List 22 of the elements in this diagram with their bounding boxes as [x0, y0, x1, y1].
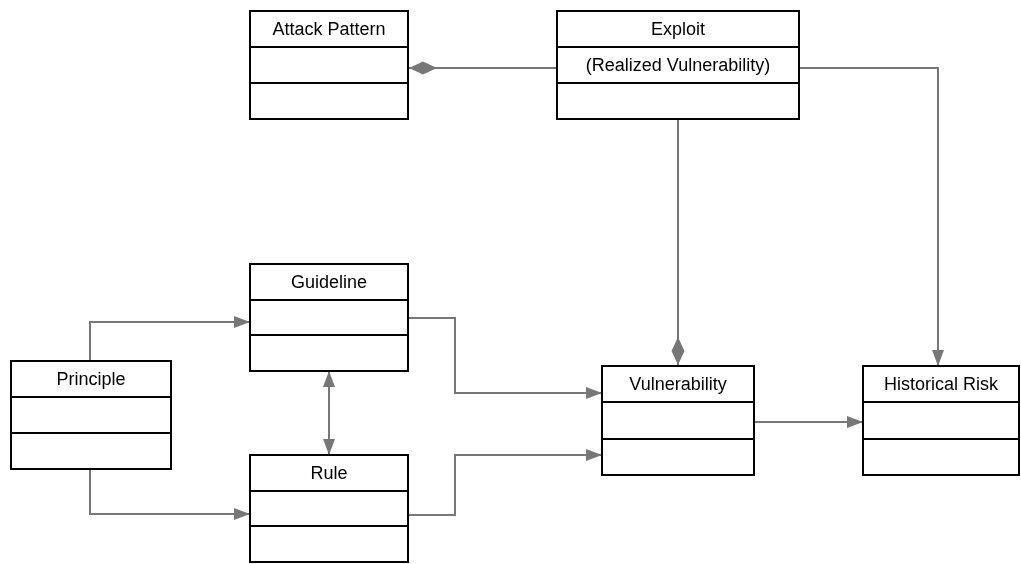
class-box: [249, 454, 409, 563]
class-name: Historical Risk: [884, 372, 998, 396]
class-name: Rule: [310, 461, 348, 485]
class-box: [862, 365, 1020, 476]
class-name: Vulnerability: [629, 372, 727, 396]
class-name: Attack Pattern: [272, 17, 386, 41]
class-name: Guideline: [290, 270, 368, 294]
connector-arrow: [323, 371, 335, 455]
class-name: Exploit: [651, 17, 705, 41]
class-box: [601, 365, 755, 476]
connector-arrow: [754, 416, 863, 428]
connector-arrow: [89, 316, 250, 361]
connector-arrow: [89, 469, 250, 520]
class-name: Principle: [56, 367, 126, 391]
class-box: [249, 263, 409, 372]
class-attribute: (Realized Vulnerability): [585, 53, 771, 77]
connector-arrow: [408, 317, 602, 399]
class-box: [249, 10, 409, 120]
class-box: [10, 360, 172, 470]
connector-arrow: [799, 67, 944, 366]
class-box: [556, 10, 800, 120]
connector-arrow: [408, 449, 602, 516]
